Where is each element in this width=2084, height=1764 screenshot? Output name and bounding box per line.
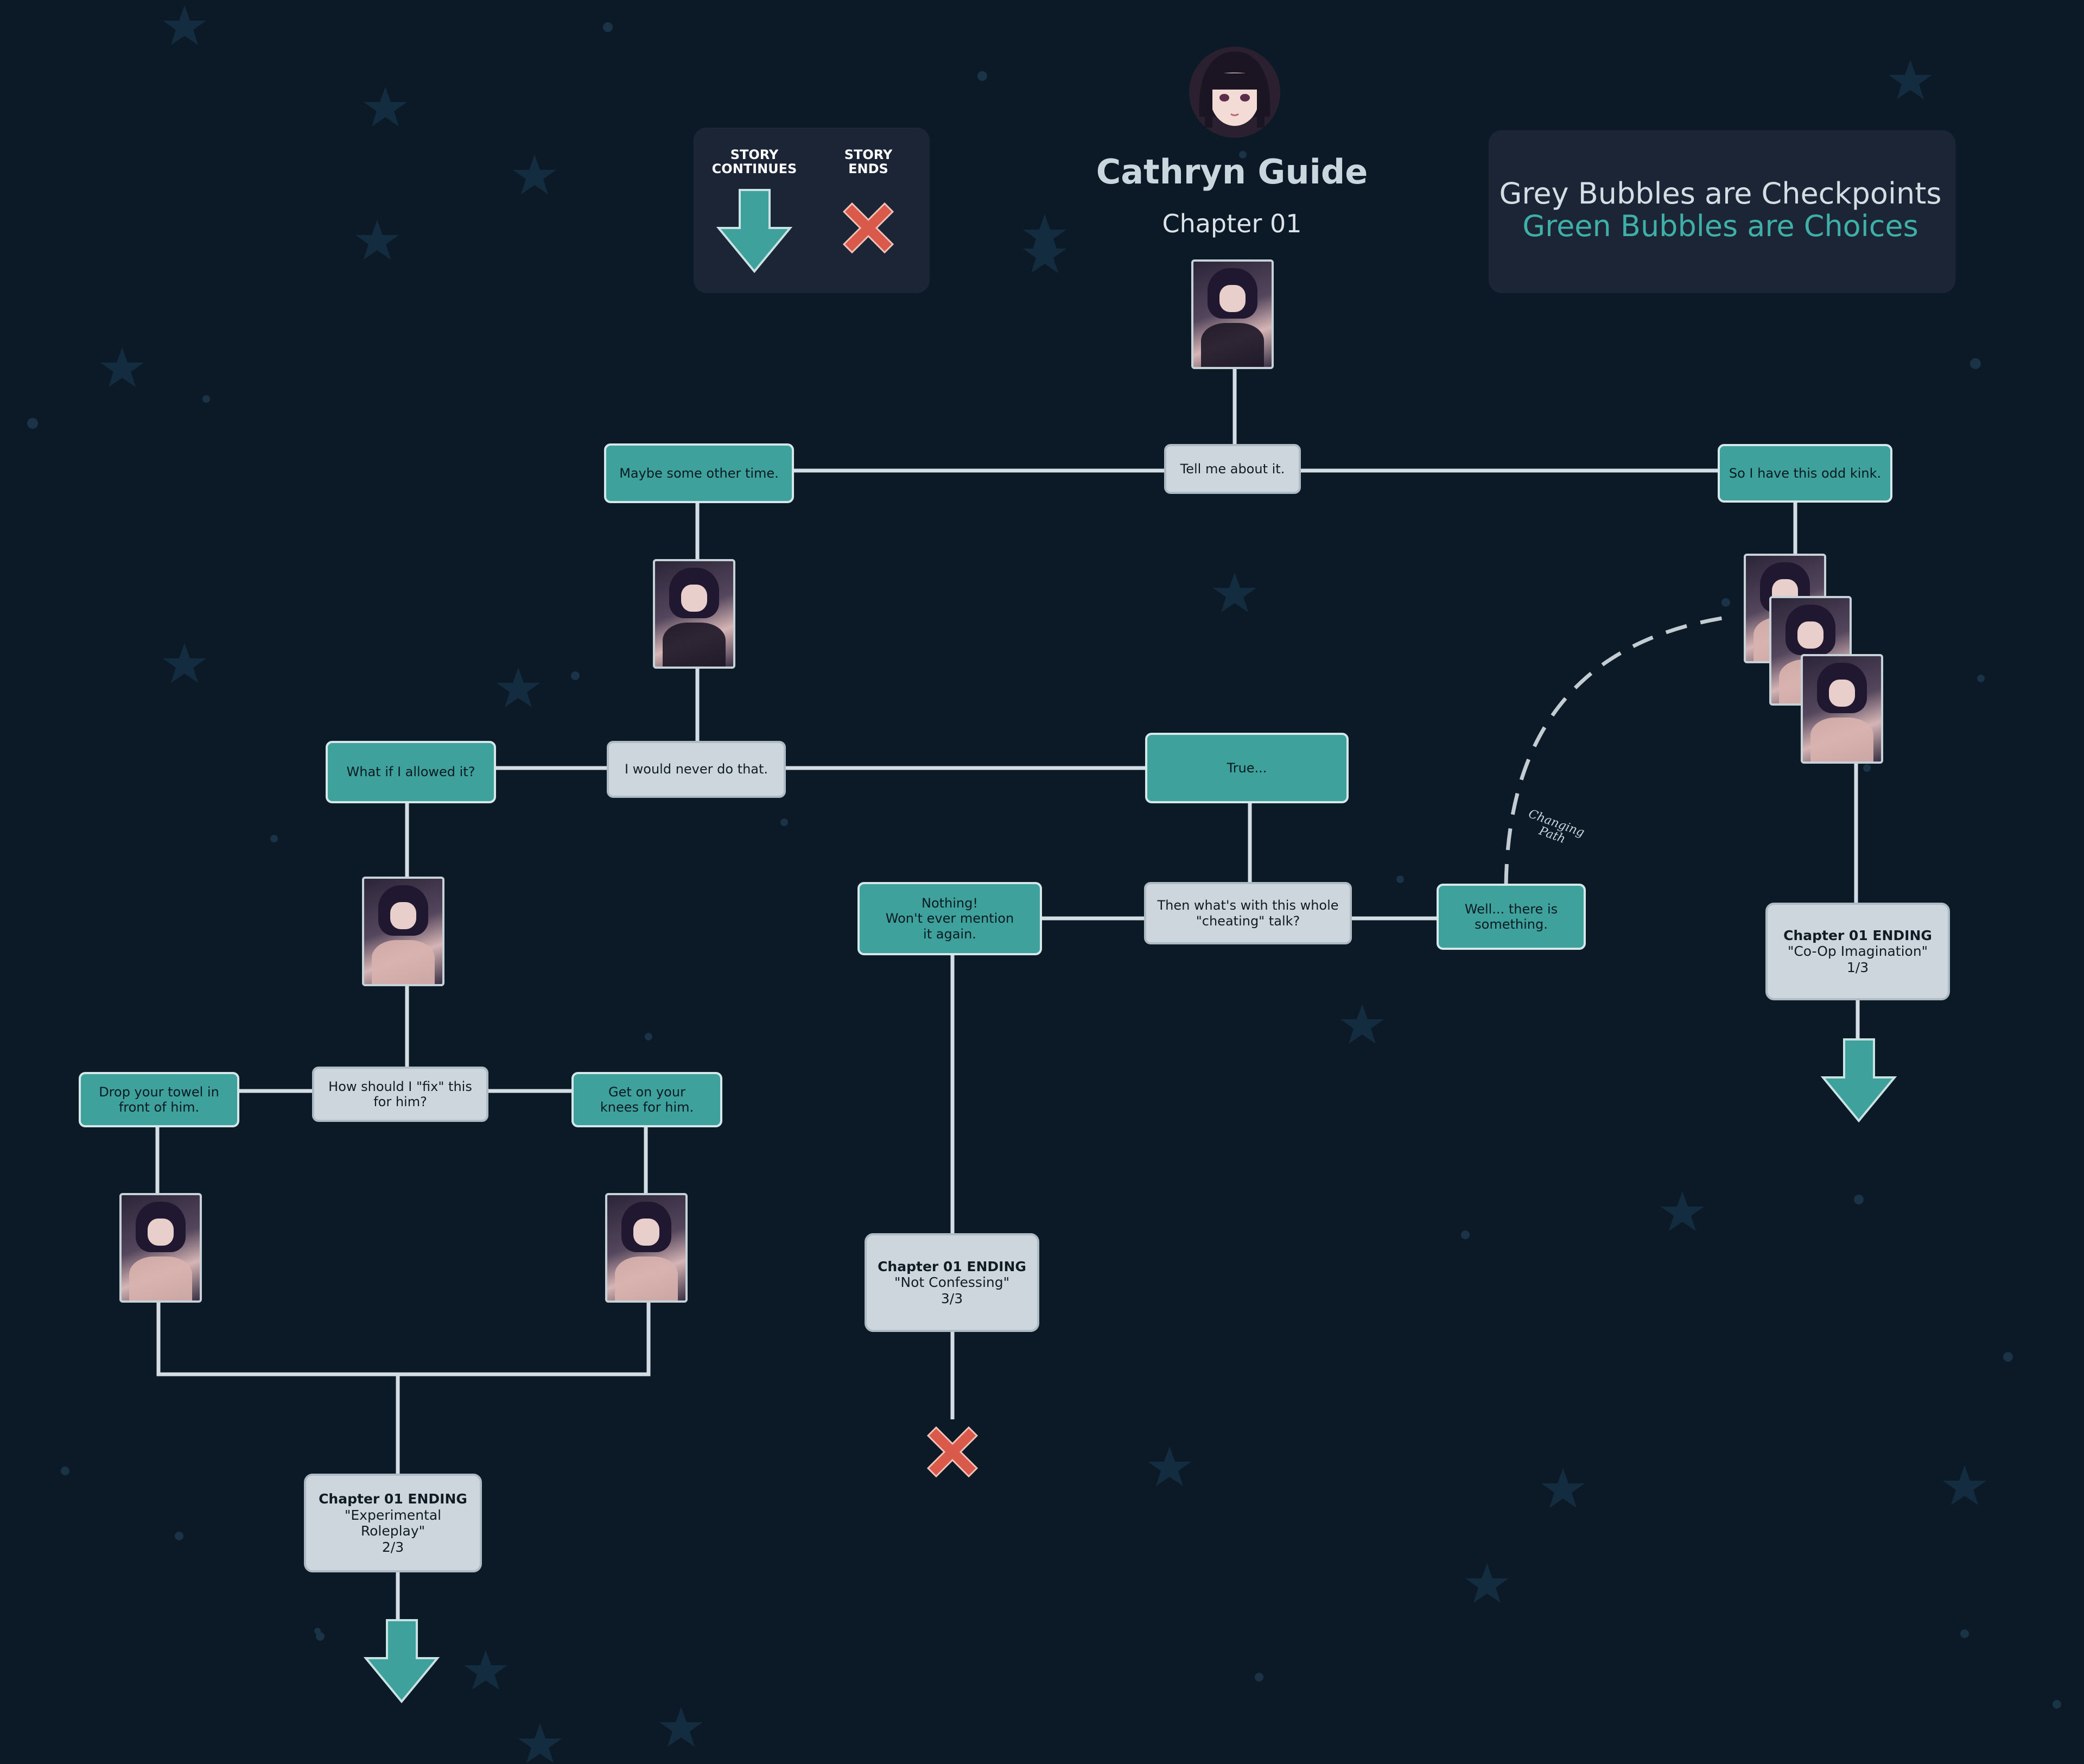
choice-true: True... [1145,733,1349,803]
continue-arrow-icon [363,1619,440,1704]
choice-maybe-later: Maybe some other time. [604,443,794,503]
choice-nothing: Nothing! Won't ever mention it again. [857,882,1042,955]
continue-arrow-icon [716,189,793,274]
ending-name: "Co-Op Imagination" [1787,943,1928,960]
legend-continues-label: STORY CONTINUES [711,147,797,177]
chapter-subtitle: Chapter 01 [1162,209,1302,238]
scene-thumbnail-kink-3 [1801,654,1883,764]
ending-title: Chapter 01 ENDING [319,1491,467,1507]
end-cross-icon [926,1426,979,1478]
choice-what-if: What if I allowed it? [326,741,496,803]
ending-co-op-imagination: Chapter 01 ENDING "Co-Op Imagination" 1/… [1765,903,1950,1000]
checkpoint-tell-me: Tell me about it. [1164,444,1301,494]
end-cross-icon [842,202,894,254]
ending-name: "Experimental Roleplay" [344,1507,442,1539]
scene-thumbnail-what-if [362,877,444,986]
ending-name: "Not Confessing" [894,1274,1010,1291]
ending-title: Chapter 01 ENDING [878,1258,1026,1274]
info-panel [1489,130,1955,293]
ending-count: 3/3 [941,1290,963,1306]
ending-title: Chapter 01 ENDING [1783,927,1932,943]
choice-odd-kink: So I have this odd kink. [1718,444,1892,503]
cathryn-avatar [1189,47,1280,138]
choice-drop-towel: Drop your towel in front of him. [79,1072,239,1127]
ending-count: 1/3 [1846,959,1869,975]
checkpoint-never-do: I would never do that. [607,741,786,798]
continue-arrow-icon [1820,1038,1897,1123]
checkpoint-how-fix: How should I "fix" this for him? [312,1067,488,1122]
legend-ends-label: STORY ENDS [844,147,893,177]
info-checkpoints: Grey Bubbles are Checkpoints [1499,176,1942,211]
info-choices: Green Bubbles are Choices [1522,209,1918,243]
scene-thumbnail-start [1191,259,1274,369]
guide-title: Cathryn Guide [1096,152,1368,192]
ending-experimental-roleplay: Chapter 01 ENDING "Experimental Roleplay… [304,1474,482,1572]
ending-count: 2/3 [382,1539,404,1555]
checkpoint-cheating-talk: Then what's with this whole "cheating" t… [1144,882,1352,944]
choice-well-there: Well... there is something. [1437,884,1586,950]
scene-thumbnail-maybe [653,559,735,669]
choice-knees: Get on your knees for him. [571,1072,722,1127]
scene-thumbnail-towel [119,1193,202,1303]
ending-not-confessing: Chapter 01 ENDING "Not Confessing" 3/3 [865,1233,1039,1332]
scene-thumbnail-knees [605,1193,688,1303]
